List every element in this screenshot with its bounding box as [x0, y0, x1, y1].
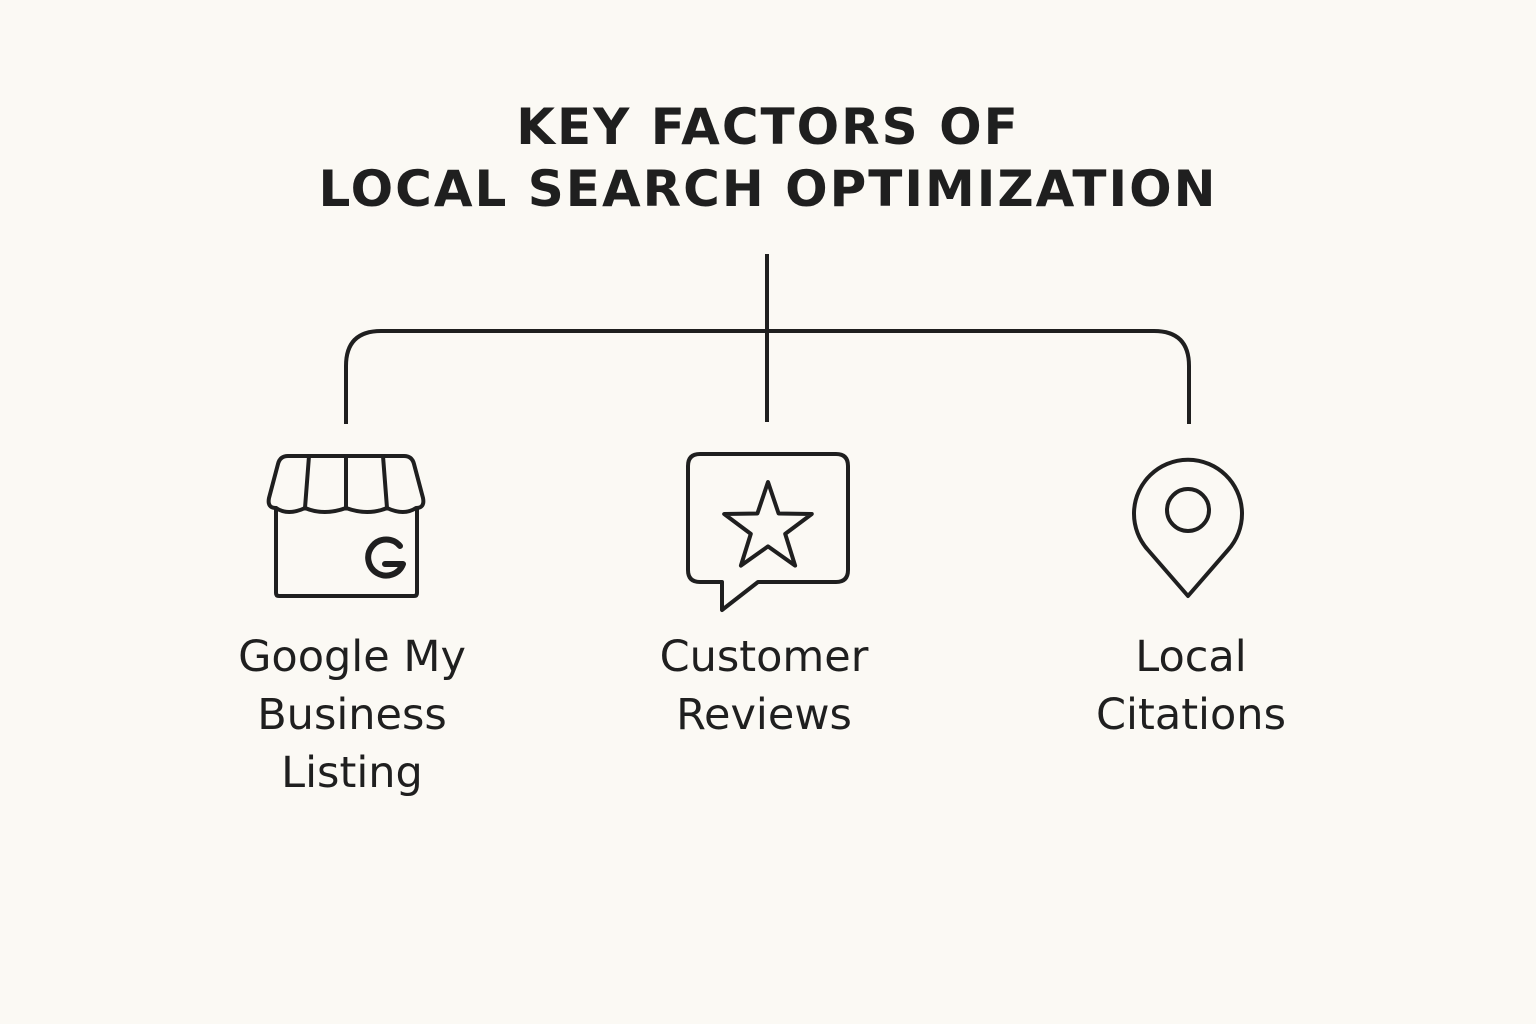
label-line: Citations [1096, 690, 1286, 740]
title-line-1: KEY FACTORS OF [516, 98, 1020, 156]
factor-label-customer-reviews: Customer Reviews [584, 628, 944, 744]
label-line: Reviews [676, 690, 852, 740]
factor-label-google-my-business: Google My Business Listing [172, 628, 532, 802]
map-pin-icon [1132, 457, 1244, 598]
label-line: Google My [238, 632, 466, 682]
label-line: Local [1135, 632, 1247, 682]
label-line: Customer [659, 632, 869, 682]
branch-bracket [344, 329, 1191, 424]
star-review-bubble-icon [686, 452, 850, 612]
storefront-g-icon [266, 454, 426, 598]
label-line: Business [257, 690, 447, 740]
label-line: Listing [281, 748, 423, 798]
diagram-title: KEY FACTORS OF LOCAL SEARCH OPTIMIZATION [0, 96, 1536, 220]
factor-label-local-citations: Local Citations [1011, 628, 1371, 744]
title-line-2: LOCAL SEARCH OPTIMIZATION [318, 160, 1218, 218]
